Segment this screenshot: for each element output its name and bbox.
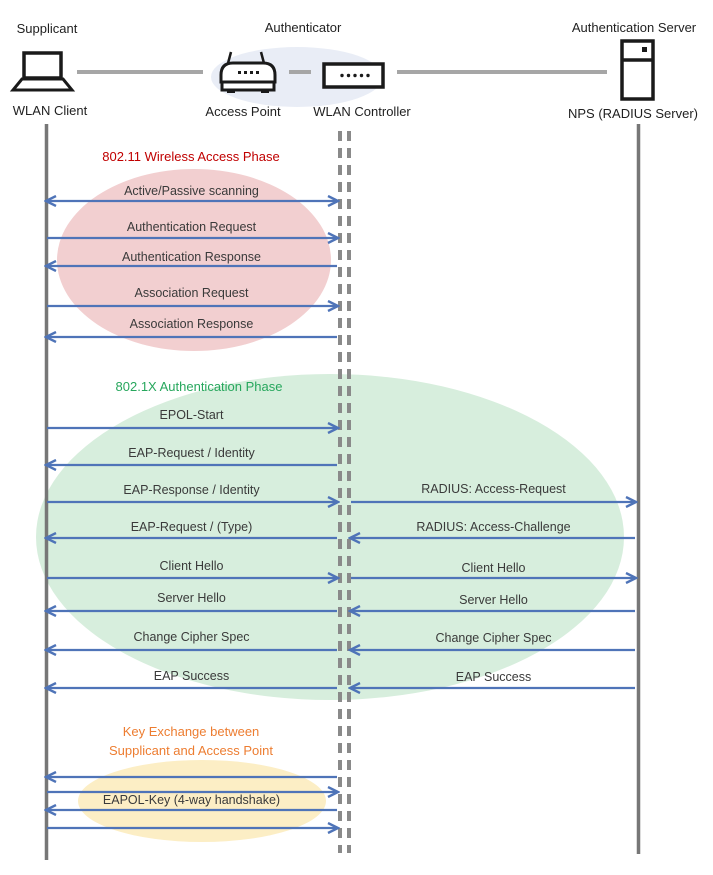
message-label: Change Cipher Spec — [133, 630, 250, 644]
access-point-icon — [219, 51, 277, 93]
message-label: Client Hello — [461, 561, 526, 575]
message-label: EAP-Request / Identity — [128, 446, 255, 460]
role-label-authenticator: Authenticator — [264, 20, 342, 35]
message-label: Server Hello — [459, 593, 528, 607]
message-label: EAP Success — [153, 669, 230, 683]
device-label-wlan-controller: WLAN Controller — [313, 104, 411, 119]
wlan-controller-icon — [322, 62, 385, 89]
message-label: RADIUS: Access-Challenge — [416, 520, 571, 534]
message-label: Change Cipher Spec — [435, 631, 552, 645]
message-label: RADIUS: Access-Request — [421, 482, 566, 496]
message-label: EPOL-Start — [159, 408, 224, 422]
laptop-icon — [9, 51, 76, 92]
message-label: Server Hello — [157, 591, 226, 605]
message-label: Association Request — [134, 286, 249, 300]
phase-title-dot1x-authentication: 802.1X Authentication Phase — [115, 379, 283, 394]
message-label: Client Hello — [159, 559, 224, 573]
device-label-nps-radius: NPS (RADIUS Server) — [567, 106, 699, 121]
message-label: Association Response — [129, 317, 254, 331]
role-label-authentication-server: Authentication Server — [571, 20, 697, 35]
phase-title-wireless-access: 802.11 Wireless Access Phase — [102, 149, 280, 164]
message-label: Authentication Response — [122, 250, 261, 264]
phase-title-key-exchange: Key Exchange between Supplicant and Acce… — [108, 724, 274, 758]
message-label: EAP-Response / Identity — [123, 483, 260, 497]
message-label: EAP-Request / (Type) — [130, 520, 253, 534]
device-label-access-point: Access Point — [205, 104, 281, 119]
key-exchange-phase-ellipse — [78, 760, 326, 842]
server-icon — [620, 39, 655, 101]
message-label: EAP Success — [455, 670, 532, 684]
device-label-wlan-client: WLAN Client — [12, 103, 88, 118]
message-label: Authentication Request — [126, 220, 257, 234]
message-label: EAPOL-Key (4-way handshake) — [102, 793, 281, 807]
role-label-supplicant: Supplicant — [16, 21, 78, 36]
message-label: Active/Passive scanning — [124, 184, 259, 198]
